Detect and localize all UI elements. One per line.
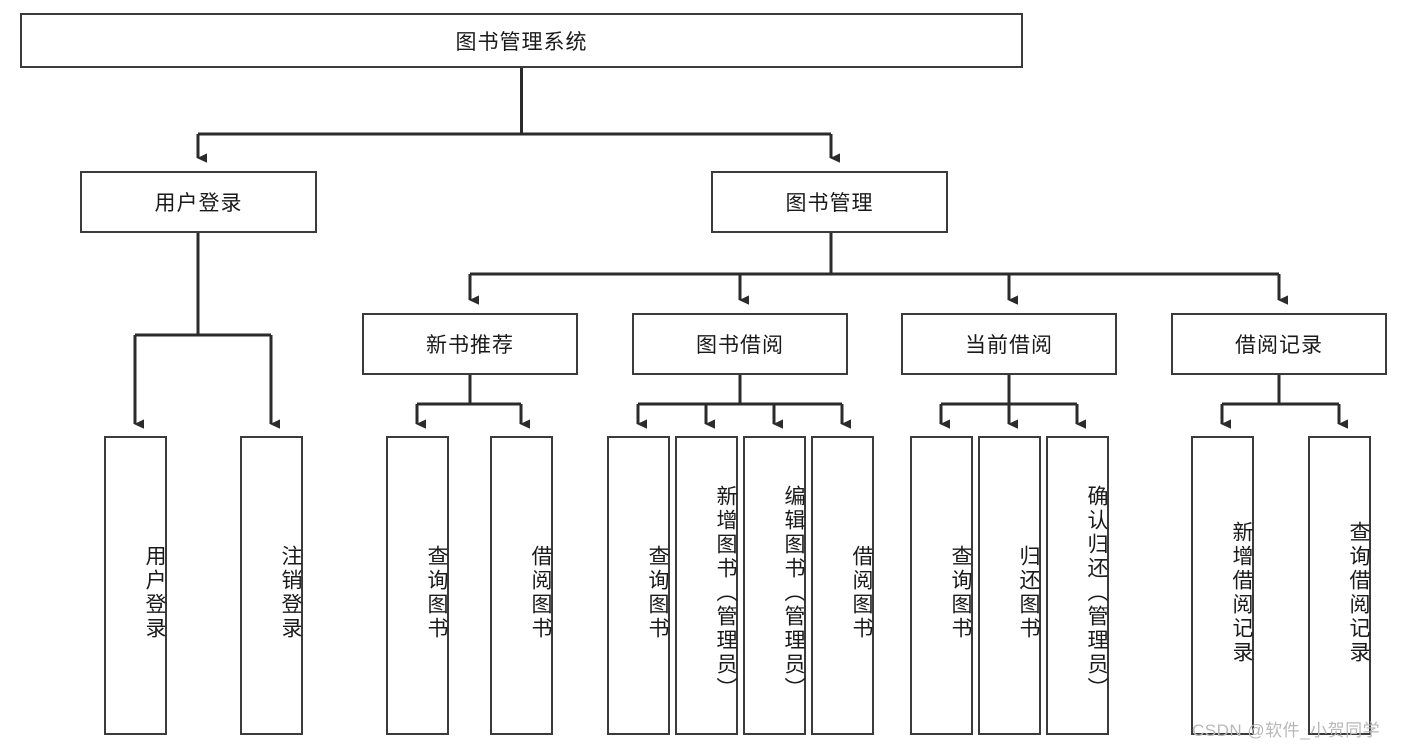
- node-label: 图书借阅: [696, 334, 784, 357]
- node-label: 归还图书: [1017, 544, 1040, 641]
- node-label: 用户登录: [143, 544, 166, 641]
- leaf-current-query-book[interactable]: 查询图书: [910, 436, 973, 735]
- node-label: 确认归还（管理员）: [1085, 484, 1108, 701]
- leaf-recommend-borrow-book[interactable]: 借阅图书: [490, 436, 553, 735]
- csdn-watermark: CSDN @软件_小贺同学: [1192, 721, 1381, 740]
- node-label: 新增借阅记录: [1230, 520, 1253, 665]
- node-label: 借阅记录: [1235, 334, 1323, 357]
- node-label: 查询借阅记录: [1347, 520, 1370, 665]
- leaf-record-query-record[interactable]: 查询借阅记录: [1308, 436, 1371, 735]
- leaf-borrow-query-book[interactable]: 查询图书: [607, 436, 670, 735]
- node-label: 注销登录: [279, 544, 302, 641]
- node-label: 新增图书（管理员）: [714, 484, 737, 701]
- node-label: 借阅图书: [850, 544, 873, 641]
- leaf-user-login-logout[interactable]: 注销登录: [240, 436, 303, 735]
- leaf-borrow-borrow-book[interactable]: 借阅图书: [811, 436, 874, 735]
- node-root-book-management-system[interactable]: 图书管理系统: [20, 13, 1023, 68]
- node-label: 当前借阅: [965, 334, 1053, 357]
- node-label: 查询图书: [949, 544, 972, 641]
- leaf-user-login-login[interactable]: 用户登录: [104, 436, 167, 735]
- node-user-login[interactable]: 用户登录: [80, 171, 317, 233]
- leaf-borrow-edit-book-admin[interactable]: 编辑图书（管理员）: [743, 436, 806, 735]
- node-new-book-recommend[interactable]: 新书推荐: [362, 313, 578, 375]
- node-label: 查询图书: [425, 544, 448, 641]
- leaf-recommend-query-book[interactable]: 查询图书: [386, 436, 449, 735]
- leaf-borrow-add-book-admin[interactable]: 新增图书（管理员）: [675, 436, 738, 735]
- node-label: 图书管理: [785, 192, 874, 215]
- leaf-current-return-book[interactable]: 归还图书: [978, 436, 1041, 735]
- leaf-record-add-record[interactable]: 新增借阅记录: [1191, 436, 1254, 735]
- node-label: 用户登录: [154, 192, 243, 215]
- node-book-management[interactable]: 图书管理: [711, 171, 948, 233]
- node-label: 编辑图书（管理员）: [782, 484, 805, 701]
- leaf-current-confirm-return-admin[interactable]: 确认归还（管理员）: [1046, 436, 1109, 735]
- node-label: 查询图书: [646, 544, 669, 641]
- node-label: 图书管理系统: [455, 30, 588, 54]
- node-book-borrow[interactable]: 图书借阅: [632, 313, 848, 375]
- node-label: 新书推荐: [426, 334, 514, 357]
- node-current-borrow[interactable]: 当前借阅: [901, 313, 1117, 375]
- node-label: 借阅图书: [529, 544, 552, 641]
- node-borrow-record[interactable]: 借阅记录: [1171, 313, 1387, 375]
